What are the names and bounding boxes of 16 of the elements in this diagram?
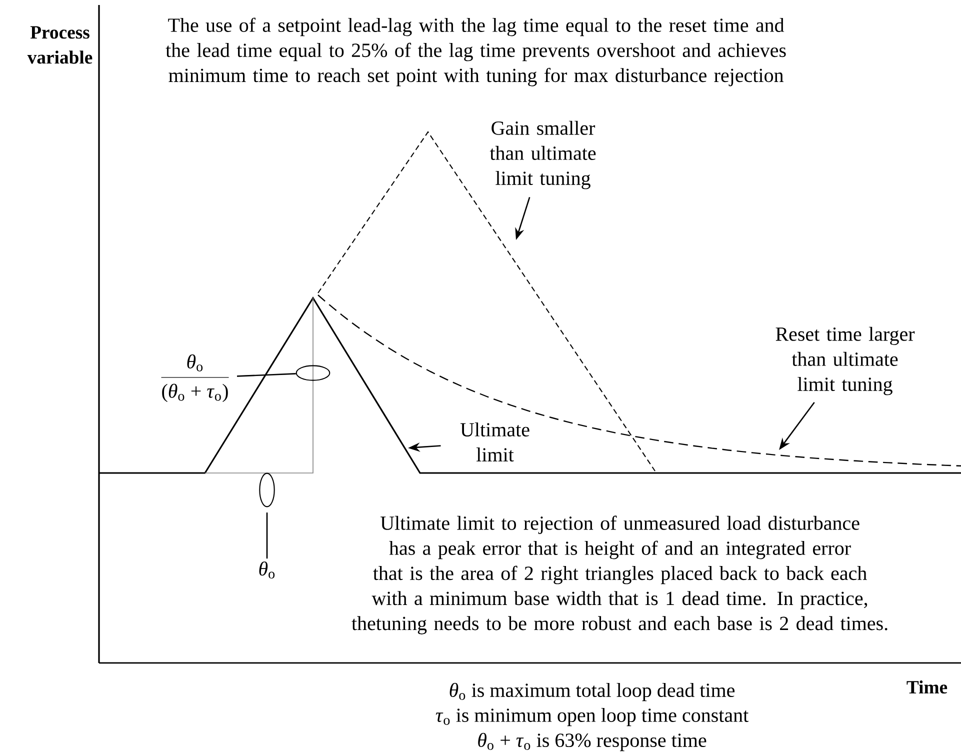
fraction-label: θ$_{o}$ (θ$_{o}$ + τ$_{o}$) xyxy=(160,354,230,402)
ellipse-marker xyxy=(296,365,330,381)
axis-label: Time xyxy=(906,680,948,694)
annotation-text: Reset time larger than ultimate limit tuning xyxy=(776,326,915,396)
annotation-text: θ$_{o}$ xyxy=(259,562,275,578)
note-text: The use of a setpoint lead-lag with the lag time equal to the reset time and the lead time equal to 25% of the lag time prevents overshoot and achieves minimum time to reach set point with tuning for max disturbance rejection xyxy=(166,18,786,86)
note-text: θ$_{o}$ is maximum total loop dead time xyxy=(450,682,735,702)
axis-label: Process variable xyxy=(27,26,92,64)
ellipse-marker xyxy=(259,472,275,508)
note-text: θ$_{o}$ + τ$_{o}$ is 63% response time xyxy=(478,732,706,752)
note-text: τ$_{o}$ is minimum open loop time constant xyxy=(436,708,749,726)
note-text: Ultimate limit to rejection of unmeasured load disturbance has a peak error that is height of and an integrated error that is the area of 2 right triangles placed back to back each with a minimum base width that is 1 dead time. In practice, thetuning needs to be more robust and each base is 2 dead times. xyxy=(352,516,888,634)
annotation-text: Gain smaller than ultimate limit tuning xyxy=(490,120,596,190)
leader-line xyxy=(266,512,268,559)
leader-line xyxy=(237,373,296,377)
annotation-text: Ultimate limit xyxy=(460,422,530,462)
